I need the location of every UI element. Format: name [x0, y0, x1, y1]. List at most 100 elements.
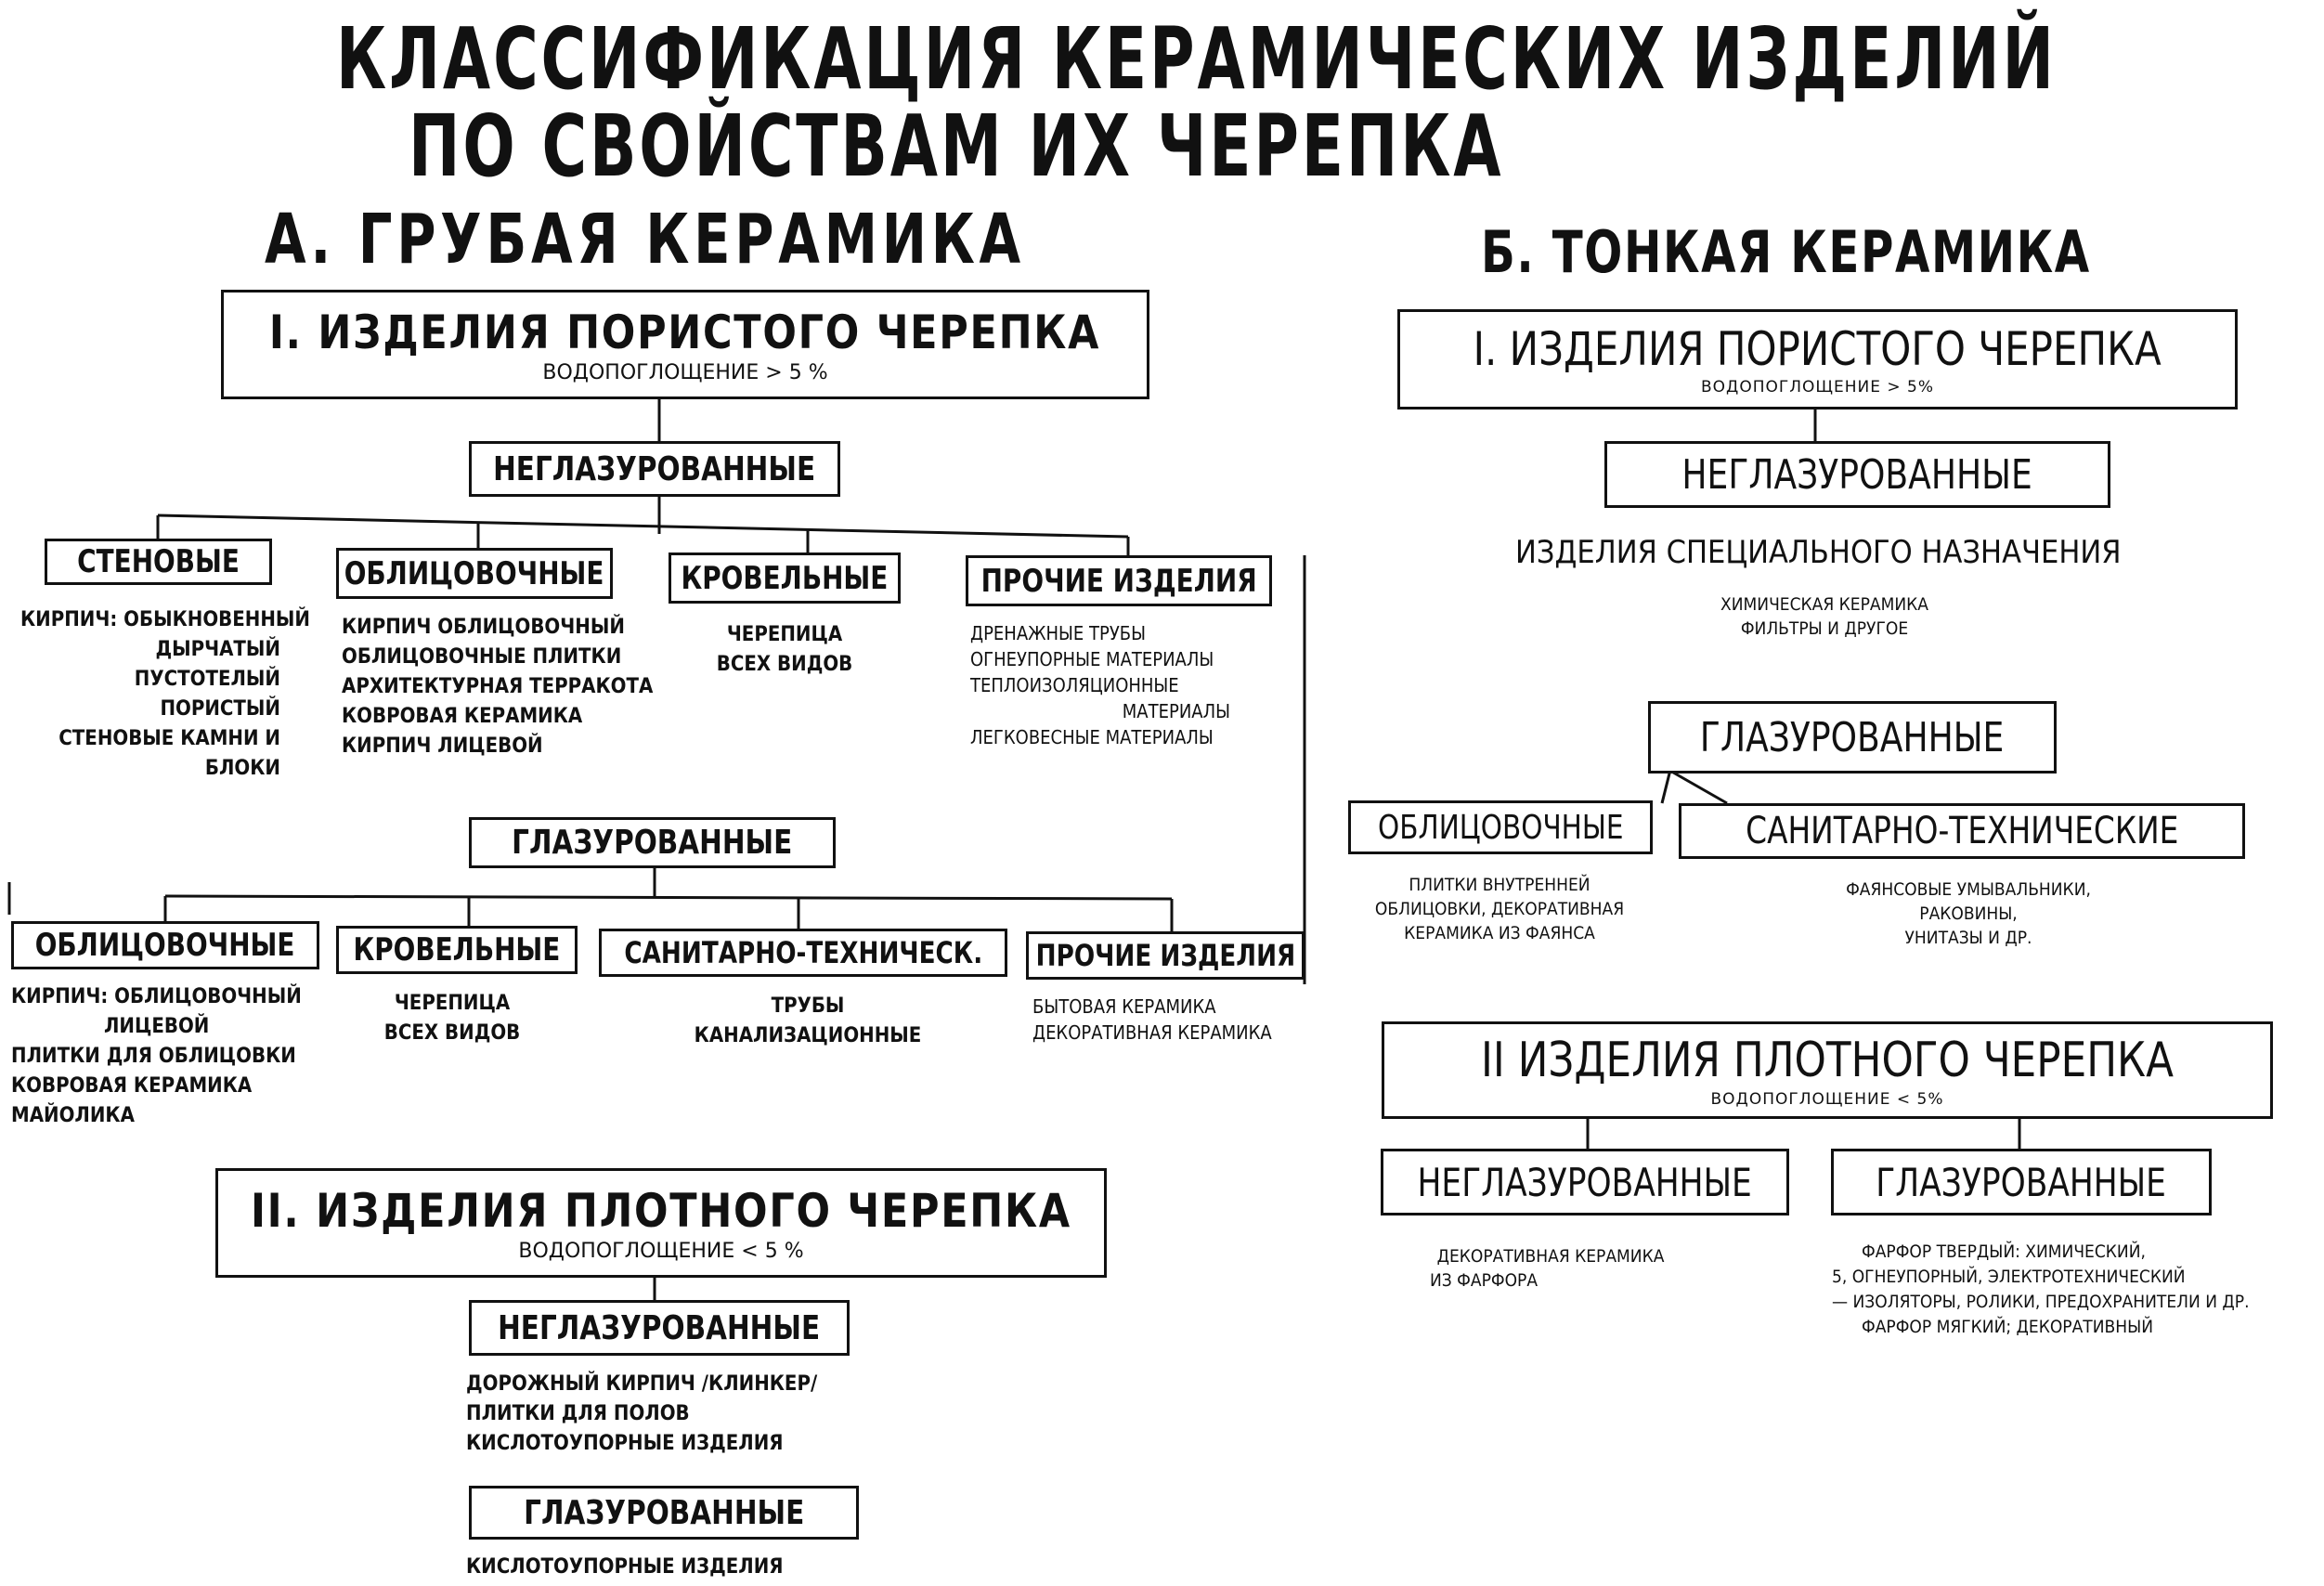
list-item: ОГНЕУПОРНЫЕ МАТЕРИАЛЫ — [970, 648, 1214, 670]
list-item: ЧЕРЕПИЦА — [726, 623, 843, 646]
list-item: КИРПИЧ: ОБЛИЦОВОЧНЫЙ — [11, 985, 302, 1008]
coarse-dense-glazed-box: ГЛАЗУРОВАННЫЕ — [469, 1486, 859, 1540]
list-item: МАТЕРИАЛЫ — [1122, 700, 1230, 722]
fine-sanitary-category: САНИТАРНО-ТЕХНИЧЕСКИЕ — [1679, 803, 2245, 859]
list-item: ЧЕРЕПИЦА — [394, 992, 511, 1015]
list-item: КИСЛОТОУПОРНЫЕ ИЗДЕЛИЯ — [466, 1432, 784, 1455]
fine-porous-water-note: ВОДОПОГЛОЩЕНИЕ > 5% — [1701, 378, 1934, 396]
list-item: КИРПИЧ ЛИЦЕВОЙ — [342, 734, 543, 758]
list-item: БЛОКИ — [204, 757, 280, 780]
coarse-dense-unglazed-label: НЕГЛАЗУРОВАННЫЕ — [498, 1308, 821, 1347]
list-item: ПЛИТКИ ДЛЯ ОБЛИЦОВКИ — [11, 1045, 296, 1068]
coarse-glazed-sanitary-items: ТРУБЫ КАНАЛИЗАЦИОННЫЕ — [641, 992, 975, 1051]
list-item: ТРУБЫ — [771, 994, 845, 1018]
coarse-wall-category: СТЕНОВЫЕ — [45, 539, 272, 585]
fine-porous-label: I. ИЗДЕЛИЯ ПОРИСТОГО ЧЕРЕПКА — [1473, 322, 2162, 376]
coarse-porous-glazed-box: ГЛАЗУРОВАННЫЕ — [469, 817, 836, 868]
coarse-glazed-facing-label: ОБЛИЦОВОЧНЫЕ — [35, 927, 295, 964]
list-item: ДЫРЧАТЫЙ — [155, 638, 280, 661]
coarse-glazed-sanitary-label: САНИТАРНО-ТЕХНИЧЕСК. — [624, 935, 982, 970]
list-item: ИЗ ФАРФОРА — [1430, 1270, 1539, 1291]
coarse-dense-glazed-items: КИСЛОТОУПОРНЫЕ ИЗДЕЛИЯ — [466, 1553, 784, 1582]
list-item: РАКОВИНЫ, — [1919, 904, 2018, 924]
list-item: ПЛИТКИ ДЛЯ ПОЛОВ — [466, 1402, 690, 1425]
list-item: ДЕКОРАТИВНАЯ КЕРАМИКА — [1032, 1021, 1272, 1044]
coarse-glazed-other-label: ПРОЧИЕ ИЗДЕЛИЯ — [1035, 938, 1295, 973]
list-item: ПЛИТКИ ВНУТРЕННЕЙ — [1409, 875, 1590, 895]
list-item: ЛИЦЕВОЙ — [104, 1015, 210, 1038]
fine-porous-glazed-label: ГЛАЗУРОВАННЫЕ — [1700, 713, 2005, 761]
list-item: МАЙОЛИКА — [11, 1104, 135, 1127]
coarse-roofing-label: КРОВЕЛЬНЫЕ — [681, 559, 889, 597]
coarse-glazed-roofing-label: КРОВЕЛЬНЫЕ — [353, 931, 561, 968]
fine-sanitary-label: САНИТАРНО-ТЕХНИЧЕСКИЕ — [1745, 810, 2179, 852]
coarse-ceramics-heading: А. ГРУБАЯ КЕРАМИКА — [265, 200, 1025, 280]
coarse-other-label: ПРОЧИЕ ИЗДЕЛИЯ — [980, 562, 1257, 600]
list-item: — ИЗОЛЯТОРЫ, РОЛИКИ, ПРЕДОХРАНИТЕЛИ И ДР… — [1832, 1292, 2250, 1312]
fine-facing-items: ПЛИТКИ ВНУТРЕННЕЙ ОБЛИЦОВКИ, ДЕКОРАТИВНА… — [1337, 873, 1662, 945]
coarse-glazed-facing-items: КИРПИЧ: ОБЛИЦОВОЧНЫЙ ЛИЦЕВОЙ ПЛИТКИ ДЛЯ … — [11, 982, 302, 1131]
fine-special-purpose-label: ИЗДЕЛИЯ СПЕЦИАЛЬНОГО НАЗНАЧЕНИЯ — [1515, 534, 2122, 571]
list-item: ПОРИСТЫЙ — [160, 697, 280, 721]
coarse-porous-box: I. ИЗДЕЛИЯ ПОРИСТОГО ЧЕРЕПКА ВОДОПОГЛОЩЕ… — [221, 290, 1149, 399]
list-item: ЛЕГКОВЕСНЫЕ МАТЕРИАЛЫ — [970, 726, 1214, 748]
coarse-dense-label: II. ИЗДЕЛИЯ ПЛОТНОГО ЧЕРЕПКА — [251, 1183, 1071, 1238]
coarse-roofing-category: КРОВЕЛЬНЫЕ — [669, 552, 901, 604]
coarse-facing-category: ОБЛИЦОВОЧНЫЕ — [336, 548, 613, 599]
coarse-other-items: ДРЕНАЖНЫЕ ТРУБЫ ОГНЕУПОРНЫЕ МАТЕРИАЛЫ ТЕ… — [970, 620, 1230, 750]
list-item: ФАРФОР ТВЕРДЫЙ: ХИМИЧЕСКИЙ, — [1862, 1242, 2146, 1262]
list-item: КЕРАМИКА ИЗ ФАЯНСА — [1404, 923, 1595, 943]
fine-porous-box: I. ИЗДЕЛИЯ ПОРИСТОГО ЧЕРЕПКА ВОДОПОГЛОЩЕ… — [1397, 309, 2238, 410]
list-item: ПУСТОТЕЛЫЙ — [134, 668, 280, 691]
coarse-roofing-items: ЧЕРЕПИЦА ВСЕХ ВИДОВ — [678, 620, 891, 680]
list-item: 5, ОГНЕУПОРНЫЙ, ЭЛЕКТРОТЕХНИЧЕСКИЙ — [1832, 1267, 2186, 1287]
fine-porous-glazed-box: ГЛАЗУРОВАННЫЕ — [1648, 701, 2057, 774]
coarse-glazed-sanitary-category: САНИТАРНО-ТЕХНИЧЕСК. — [599, 929, 1007, 977]
diagram-title-line-1: КЛАССИФИКАЦИЯ КЕРАМИЧЕСКИХ ИЗДЕЛИЙ — [336, 9, 2057, 109]
coarse-wall-items: КИРПИЧ: ОБЫКНОВЕННЫЙ ДЫРЧАТЫЙ ПУСТОТЕЛЫЙ… — [20, 605, 310, 784]
fine-dense-water-note: ВОДОПОГЛОЩЕНИЕ < 5% — [1710, 1089, 1944, 1109]
fine-facing-category: ОБЛИЦОВОЧНЫЕ — [1348, 800, 1653, 854]
list-item: КАНАЛИЗАЦИОННЫЕ — [694, 1024, 922, 1047]
coarse-wall-label: СТЕНОВЫЕ — [77, 543, 240, 580]
list-item: ФИЛЬТРЫ И ДРУГОЕ — [1740, 618, 1909, 639]
list-item: АРХИТЕКТУРНАЯ ТЕРРАКОТА — [342, 675, 654, 698]
fine-special-purpose-items: ХИМИЧЕСКАЯ КЕРАМИКА ФИЛЬТРЫ И ДРУГОЕ — [1662, 592, 1987, 641]
list-item: ВСЕХ ВИДОВ — [716, 653, 853, 676]
fine-dense-unglazed-box: НЕГЛАЗУРОВАННЫЕ — [1381, 1149, 1789, 1216]
list-item: ДОРОЖНЫЙ КИРПИЧ /КЛИНКЕР/ — [466, 1372, 818, 1396]
fine-sanitary-items: ФАЯНСОВЫЕ УМЫВАЛЬНИКИ, РАКОВИНЫ, УНИТАЗЫ… — [1783, 878, 2154, 950]
list-item: ФАРФОР МЯГКИЙ; ДЕКОРАТИВНЫЙ — [1862, 1317, 2153, 1337]
fine-dense-glazed-label: ГЛАЗУРОВАННЫЕ — [1876, 1159, 2167, 1205]
list-item: КОВРОВАЯ КЕРАМИКА — [11, 1074, 253, 1098]
coarse-dense-glazed-label: ГЛАЗУРОВАННЫЕ — [523, 1493, 805, 1532]
list-item: КИРПИЧ: ОБЫКНОВЕННЫЙ — [20, 608, 310, 631]
fine-dense-unglazed-label: НЕГЛАЗУРОВАННЫЕ — [1417, 1159, 1753, 1205]
list-item: ВСЕХ ВИДОВ — [383, 1021, 521, 1045]
list-item: ОБЛИЦОВОЧНЫЕ ПЛИТКИ — [342, 645, 622, 669]
coarse-porous-label: I. ИЗДЕЛИЯ ПОРИСТОГО ЧЕРЕПКА — [269, 305, 1101, 359]
coarse-porous-unglazed-label: НЕГЛАЗУРОВАННЫЕ — [493, 449, 816, 488]
coarse-porous-glazed-label: ГЛАЗУРОВАННЫЕ — [512, 824, 793, 862]
fine-porous-unglazed-label: НЕГЛАЗУРОВАННЫЕ — [1681, 450, 2033, 499]
coarse-glazed-facing-category: ОБЛИЦОВОЧНЫЕ — [11, 921, 319, 969]
list-item: БЫТОВАЯ КЕРАМИКА — [1032, 995, 1216, 1018]
fine-facing-label: ОБЛИЦОВОЧНЫЕ — [1377, 808, 1624, 847]
list-item: УНИТАЗЫ И ДР. — [1904, 928, 2032, 948]
fine-ceramics-heading: Б. ТОНКАЯ КЕРАМИКА — [1481, 218, 2091, 286]
coarse-porous-water-note: ВОДОПОГЛОЩЕНИЕ > 5 % — [542, 360, 828, 384]
coarse-other-category: ПРОЧИЕ ИЗДЕЛИЯ — [966, 555, 1272, 606]
fine-dense-glazed-box: ГЛАЗУРОВАННЫЕ — [1831, 1149, 2212, 1216]
list-item: ДРЕНАЖНЫЕ ТРУБЫ — [970, 622, 1147, 644]
fine-dense-box: II ИЗДЕЛИЯ ПЛОТНОГО ЧЕРЕПКА ВОДОПОГЛОЩЕН… — [1382, 1021, 2273, 1119]
list-item: ОБЛИЦОВКИ, ДЕКОРАТИВНАЯ — [1374, 899, 1625, 919]
coarse-glazed-other-items: БЫТОВАЯ КЕРАМИКА ДЕКОРАТИВНАЯ КЕРАМИКА — [1032, 994, 1272, 1046]
coarse-glazed-roofing-category: КРОВЕЛЬНЫЕ — [336, 926, 578, 974]
coarse-glazed-roofing-items: ЧЕРЕПИЦА ВСЕХ ВИДОВ — [345, 989, 559, 1048]
list-item: СТЕНОВЫЕ КАМНИ И — [58, 727, 280, 750]
coarse-dense-box: II. ИЗДЕЛИЯ ПЛОТНОГО ЧЕРЕПКА ВОДОПОГЛОЩЕ… — [215, 1168, 1107, 1278]
list-item: ДЕКОРАТИВНАЯ КЕРАМИКА — [1436, 1246, 1665, 1267]
list-item: КИСЛОТОУПОРНЫЕ ИЗДЕЛИЯ — [466, 1555, 784, 1579]
list-item: ФАЯНСОВЫЕ УМЫВАЛЬНИКИ, — [1846, 879, 2091, 900]
